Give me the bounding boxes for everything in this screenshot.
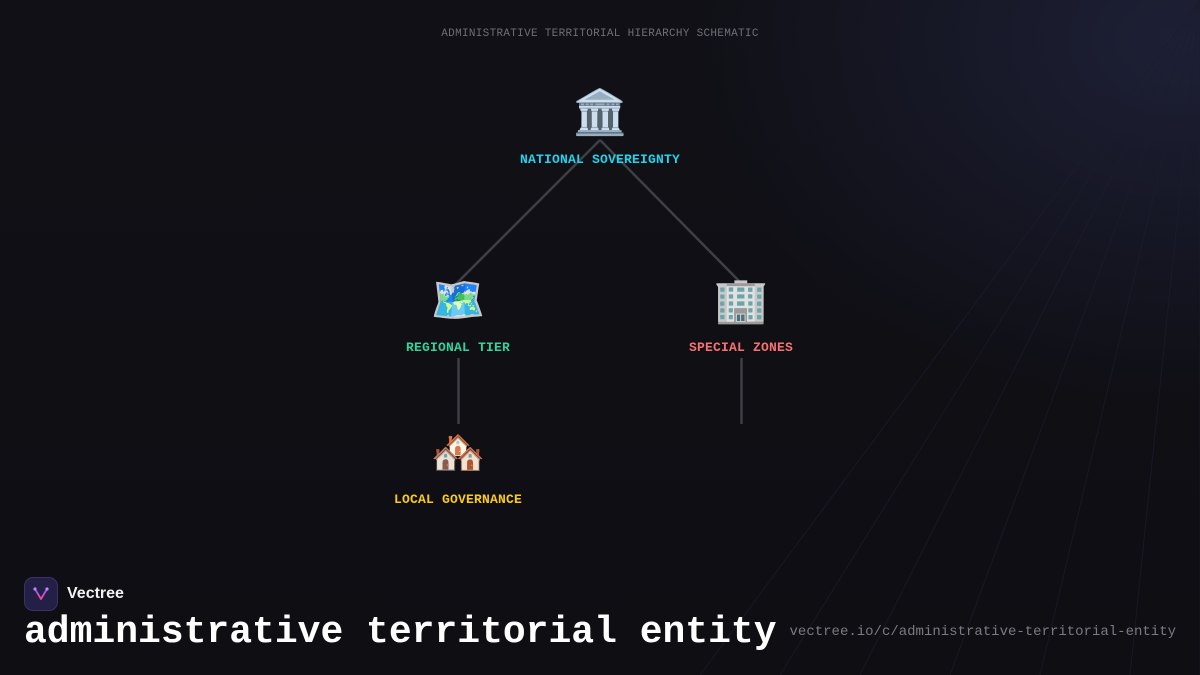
brand-name: Vectree [67,585,124,602]
node-label-local-governance: LOCAL GOVERNANCE [393,492,523,507]
houses-icon: 🏘️ [430,427,486,478]
node-label-regional-tier: REGIONAL TIER [405,340,511,355]
office-building-icon: 🏢 [713,275,769,326]
vectree-logo-icon [24,577,58,611]
world-map-icon: 🗺️ [430,275,486,326]
node-label-national-sovereignty: NATIONAL SOVEREIGNTY [519,152,681,167]
node-national-sovereignty: 🏛️ NATIONAL SOVEREIGNTY [470,87,730,168]
page-title: administrative territorial entity [24,611,777,654]
node-special-zones: 🏢 SPECIAL ZONES [611,275,871,356]
edge-national-regional [454,139,601,286]
node-label-special-zones: SPECIAL ZONES [688,340,794,355]
page-url-link[interactable]: vectree.io/c/administrative-territorial-… [789,624,1176,640]
edge-national-special [599,139,744,286]
schematic-title: ADMINISTRATIVE TERRITORIAL HIERARCHY SCH… [441,28,759,40]
node-local-governance: 🏘️ LOCAL GOVERNANCE [328,427,588,508]
node-regional-tier: 🗺️ REGIONAL TIER [328,275,588,356]
classical-building-icon: 🏛️ [572,87,628,138]
brand[interactable]: Vectree [24,577,124,611]
